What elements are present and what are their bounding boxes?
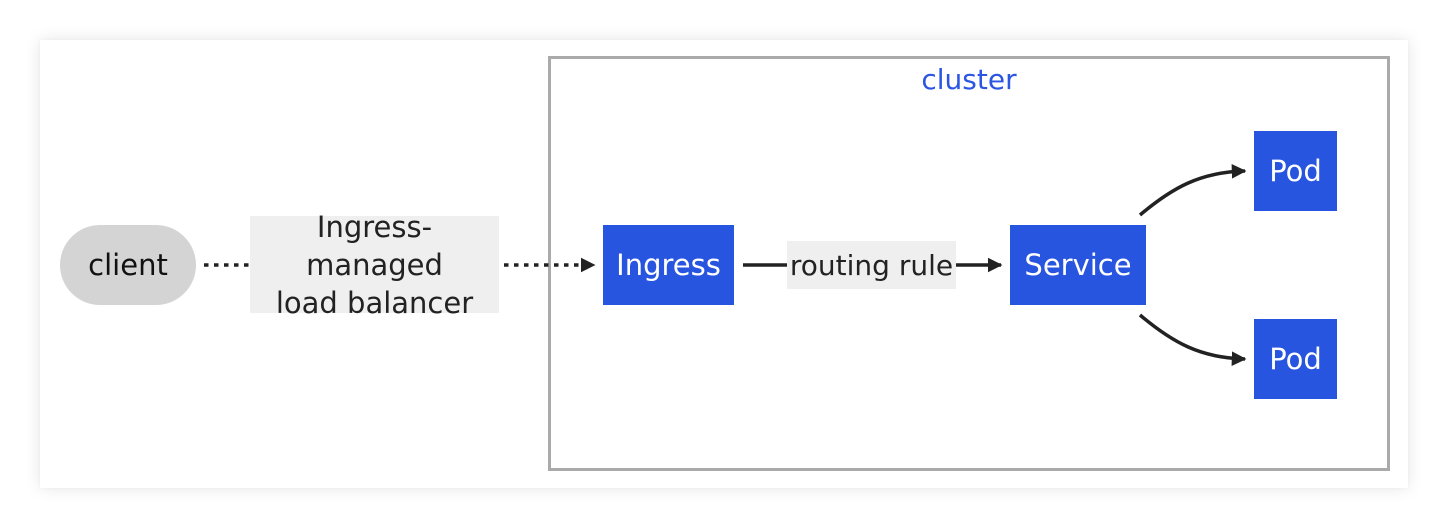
pod-node-top[interactable]: Pod	[1254, 131, 1337, 211]
routing-rule-edge-label: routing rule	[787, 241, 956, 289]
load-balancer-label-line2: load balancer	[275, 285, 474, 320]
edge-service-to-pod-bottom	[1138, 313, 1247, 367]
load-balancer-label-line1: Ingress-managed	[306, 209, 443, 282]
edge-service-to-pod-top	[1138, 163, 1247, 217]
load-balancer-edge-label: Ingress-managed load balancer	[250, 210, 499, 320]
pod-node-bottom[interactable]: Pod	[1254, 319, 1337, 399]
cluster-title: cluster	[921, 63, 1017, 96]
client-node[interactable]: client	[60, 225, 196, 305]
ingress-node[interactable]: Ingress	[603, 225, 734, 305]
service-node[interactable]: Service	[1010, 225, 1146, 305]
